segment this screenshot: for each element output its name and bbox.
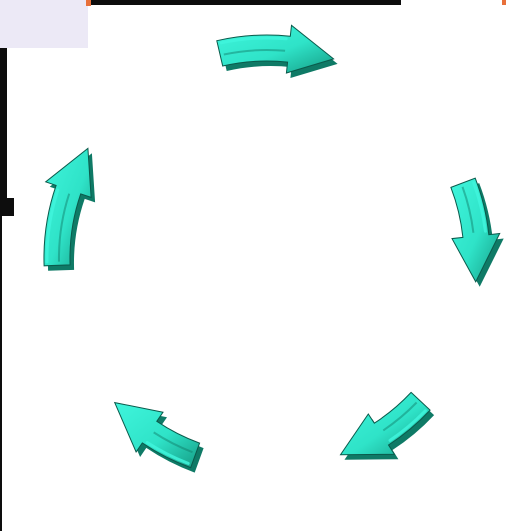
arrows-layer	[44, 25, 504, 472]
cycle-arrow-bottom-right	[341, 392, 435, 459]
cycle-arrow-top	[217, 25, 338, 78]
arrow-face	[44, 148, 91, 265]
arrow-face	[341, 392, 431, 454]
arrow-face	[451, 178, 500, 282]
cycle-arrow-right	[451, 178, 504, 287]
cycle-arrow-bottom-left	[115, 403, 204, 473]
cycle-arrow-left	[44, 148, 95, 270]
